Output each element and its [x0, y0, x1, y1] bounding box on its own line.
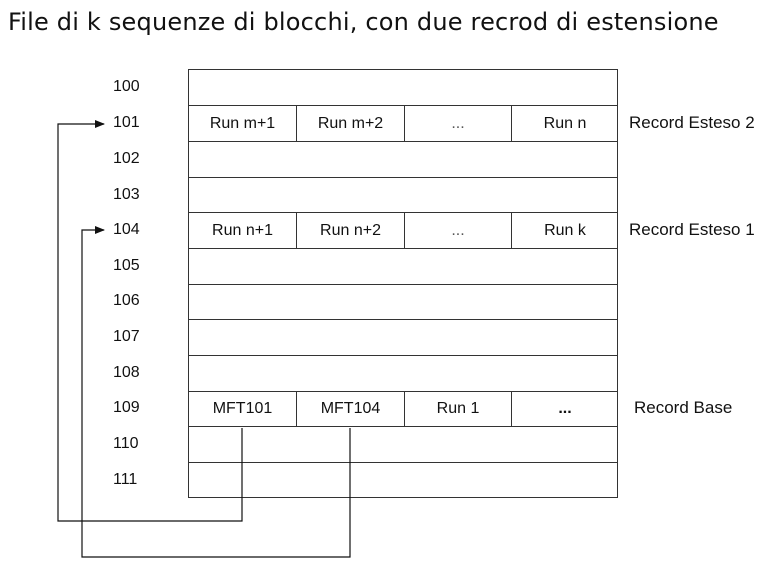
row-number-109: 109 — [113, 399, 140, 416]
record-row-105 — [189, 249, 617, 285]
record-row-107 — [189, 320, 617, 356]
record-cell: Run 1 — [405, 391, 512, 426]
record-row-102 — [189, 142, 617, 178]
record-cell: MFT101 — [189, 391, 297, 426]
record-cell: Run k — [544, 222, 586, 239]
record-cell: ... — [405, 213, 512, 248]
row-number-105: 105 — [113, 257, 140, 274]
label-record-esteso-2: Record Esteso 2 — [629, 113, 755, 132]
row-number-108: 108 — [113, 364, 140, 381]
record-row-100 — [189, 70, 617, 106]
arrow-mft104-to-104 — [81, 226, 351, 558]
row-number-107: 107 — [113, 328, 140, 345]
record-row-108 — [189, 356, 617, 392]
record-cell: MFT104 — [297, 391, 405, 426]
row-number-102: 102 — [113, 150, 140, 167]
row-number-103: 103 — [113, 186, 140, 203]
row-number-104: 104 — [113, 221, 140, 238]
record-cell: Run n+1 — [189, 213, 297, 248]
diagram-title: File di k sequenze di blocchi, con due r… — [8, 8, 719, 36]
row-number-100: 100 — [113, 78, 140, 95]
record-row-106 — [189, 284, 617, 320]
row-number-111: 111 — [113, 471, 138, 488]
label-record-base: Record Base — [634, 398, 733, 417]
record-row-103 — [189, 177, 617, 213]
record-grid: Run m+1 Run m+2 ... Run n Run n+1 Run n+… — [188, 69, 618, 498]
record-row-104: Run n+1 Run n+2 ... Run k — [189, 213, 617, 249]
record-row-101: Run m+1 Run m+2 ... Run n — [189, 106, 617, 142]
label-record-esteso-1: Record Esteso 1 — [629, 220, 755, 239]
record-row-109: MFT101 MFT104 Run 1 ... — [189, 391, 617, 427]
record-cell: Run m+2 — [297, 106, 405, 141]
record-cell: ... — [558, 400, 572, 417]
record-row-110 — [189, 427, 617, 463]
row-number-101: 101 — [113, 114, 140, 131]
record-cell: Run m+1 — [189, 106, 297, 141]
record-cell: ... — [405, 106, 512, 141]
record-cell: Run n+2 — [297, 213, 405, 248]
row-number-110: 110 — [113, 435, 139, 452]
record-cell: Run n — [543, 115, 587, 132]
row-number-106: 106 — [113, 292, 140, 309]
arrow-mft101-to-101 — [57, 120, 243, 522]
